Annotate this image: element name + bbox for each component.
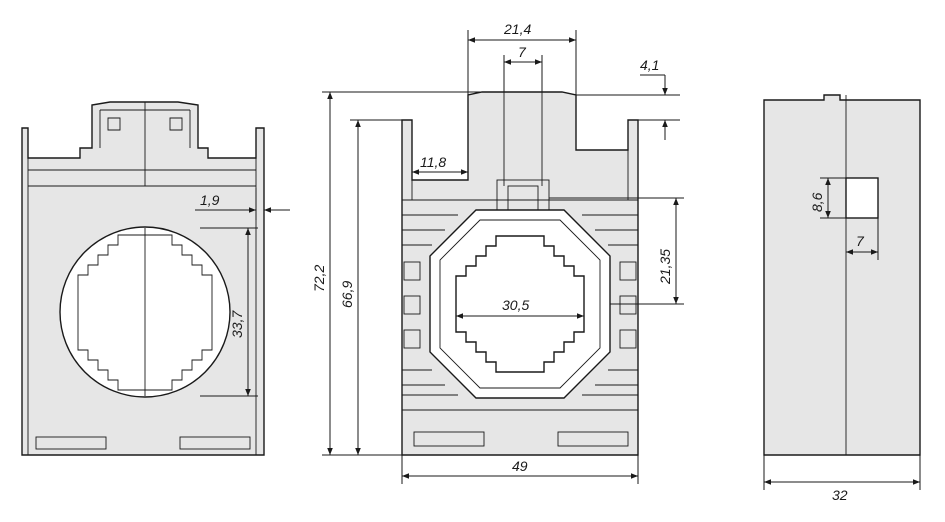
dim-tab-width: 11,8 [412, 154, 468, 175]
dim-window-half-height: 21,35 [549, 197, 684, 305]
dim-window-height-left: 33,7 [200, 227, 258, 397]
left-view [21, 101, 265, 456]
label-tab-width: 11,8 [420, 154, 446, 170]
dim-wall-thickness: 1,9 [195, 188, 290, 220]
label-slot-width: 7 [518, 44, 527, 60]
label-top-width-inner: 21,4 [503, 21, 531, 37]
label-wall-thickness: 1,9 [200, 192, 220, 208]
label-height-body: 66,9 [339, 281, 355, 308]
label-side-slot-width: 7 [856, 233, 865, 249]
label-height-overall: 72,2 [311, 265, 327, 292]
dim-body-width: 49 [401, 455, 639, 484]
label-window-width: 30,5 [502, 297, 529, 313]
dim-side-depth: 32 [763, 455, 921, 503]
dim-side-slot-height: 8,6 [809, 177, 846, 219]
label-side-depth: 32 [832, 487, 848, 503]
label-window-half-height: 21,35 [657, 249, 673, 285]
right-view-outline [763, 94, 921, 456]
right-view-side-slot [845, 177, 879, 219]
dim-side-slot-width: 7 [846, 218, 879, 260]
middle-view [401, 91, 639, 456]
dim-top-width-inner: 21,4 [467, 21, 577, 95]
dim-window-width: 30,5 [456, 297, 584, 319]
label-window-height-left: 33,7 [229, 310, 245, 338]
right-view [763, 94, 921, 456]
label-body-width: 49 [512, 458, 528, 474]
label-side-slot-height: 8,6 [809, 192, 825, 212]
left-view-stepped-core [77, 234, 213, 391]
label-top-offset: 4,1 [640, 57, 659, 73]
dim-height-overall: 72,2 [311, 91, 482, 456]
dim-top-offset: 4,1 [576, 57, 680, 140]
dim-slot-width: 7 [503, 44, 543, 92]
middle-view-stepped-core [455, 235, 585, 373]
dim-height-body: 66,9 [339, 119, 402, 455]
